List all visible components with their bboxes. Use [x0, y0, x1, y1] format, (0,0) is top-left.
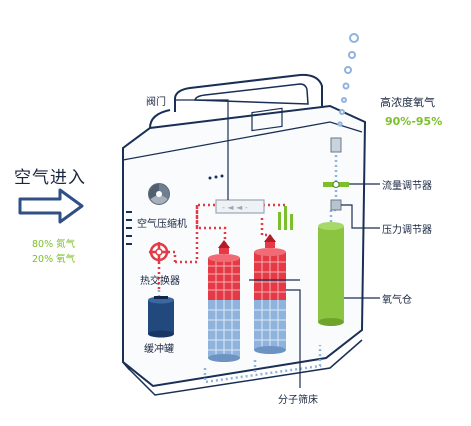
oxygen-outlet — [330, 137, 342, 153]
heat-exchanger-icon — [149, 242, 169, 262]
flow-regulator-label: 流量调节器 — [382, 181, 432, 192]
oxygen-bubbles — [337, 33, 359, 127]
pressure-regulator-marker — [330, 199, 342, 211]
panel-dots — [208, 174, 224, 180]
oxygen-tank — [318, 222, 344, 326]
compressor-icon — [148, 183, 170, 205]
sieve-bed-label: 分子筛床 — [278, 395, 318, 406]
oxygen-purity-range: 90%-95% — [385, 115, 443, 128]
compressor-label: 空气压缩机 — [137, 219, 187, 230]
air-inlet-arrow — [18, 188, 84, 224]
buffer-tank — [148, 296, 174, 338]
valve-block: - ◄ ◄ - — [215, 199, 265, 214]
heat-exchanger-label: 热交换器 — [140, 276, 180, 287]
svg-text:- ◄ ◄ -: - ◄ ◄ - — [222, 203, 248, 212]
oxygen-output-line — [329, 140, 338, 222]
oxygen-input-percentage: 20% 氧气 — [32, 254, 76, 265]
pressure-regulator-label: 压力调节器 — [382, 225, 432, 236]
side-vents — [126, 211, 132, 245]
leader-lines — [175, 99, 380, 388]
sieve-bed-left — [208, 240, 240, 362]
device-outline — [122, 73, 367, 396]
green-indicator-icon — [278, 206, 293, 230]
oxygen-tank-label: 氧气仓 — [382, 295, 412, 306]
air-intake-label: 空气进入 — [14, 168, 86, 188]
nitrogen-percentage: 80% 氮气 — [32, 239, 76, 250]
flow-regulator-marker — [323, 181, 349, 188]
high-concentration-oxygen-label: 高浓度氧气 — [380, 96, 435, 109]
sieve-bed-right — [254, 234, 286, 354]
buffer-tank-label: 缓冲罐 — [144, 344, 174, 355]
valve-label: 阀门 — [146, 97, 166, 108]
